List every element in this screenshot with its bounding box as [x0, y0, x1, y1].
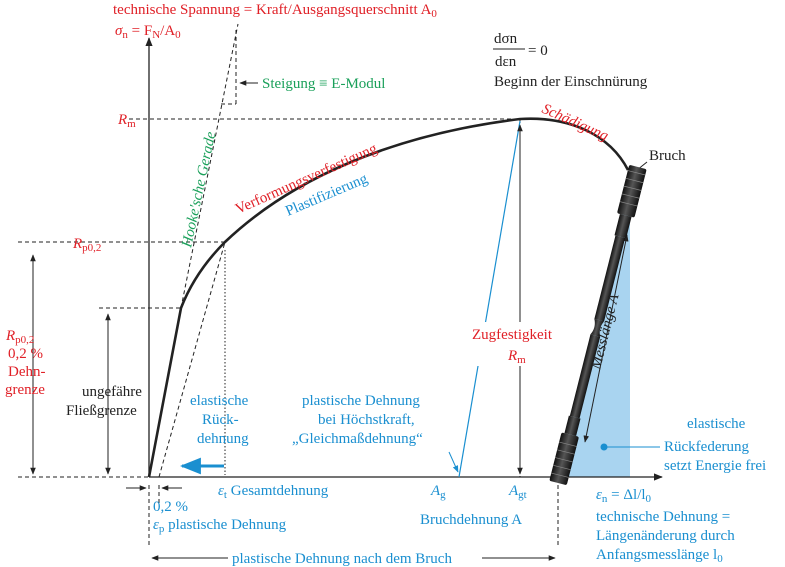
- epsn-label: εn = Δl/l0: [596, 487, 652, 505]
- derivative-num: dσn: [494, 31, 518, 47]
- derivative-eq: = 0: [528, 43, 548, 59]
- hooke-label: Hooke'sche Gerade: [179, 130, 219, 250]
- ag-label: Ag: [430, 483, 446, 501]
- phoechst-line1: plastische Dehnung: [302, 393, 420, 409]
- left-grenze: grenze: [5, 382, 45, 398]
- plastic-after-break-label: plastische Dehnung nach dem Bruch: [232, 551, 452, 567]
- et-label: εt Gesamtdehnung: [218, 483, 329, 501]
- offset-line: [158, 241, 226, 478]
- feder-dot: [600, 443, 608, 451]
- tdehnung-line3: Anfangsmesslänge l0: [596, 547, 723, 565]
- erueck-line3: dehnung: [197, 431, 249, 447]
- tdehnung-line1: technische Dehnung =: [596, 509, 730, 525]
- unload-line: [458, 120, 521, 478]
- left-percent: 0,2 %: [8, 346, 43, 362]
- tensile-specimen: [549, 165, 647, 485]
- erueck-line2: Rück-: [202, 412, 239, 428]
- zug-line1: Zugfestigkeit: [472, 327, 553, 343]
- title-stress: technische Spannung = Kraft/Ausgangsquer…: [113, 2, 437, 20]
- stress-strain-curve: [147, 117, 630, 478]
- bruchdehnung-label: Bruchdehnung A: [420, 512, 522, 528]
- percent-label: 0,2 %: [153, 499, 188, 515]
- messlaenge-arrow: [583, 234, 629, 443]
- fliess-line1: ungefähre: [82, 384, 142, 400]
- phoechst-line3: „Gleichmaßdehnung“: [292, 431, 423, 447]
- erueck-line1: elastische: [190, 393, 249, 409]
- hooke-extension: [180, 23, 239, 309]
- steigung-label: Steigung ≡ E-Modul: [262, 76, 385, 92]
- schaedigung-label: Schädigung: [539, 101, 611, 145]
- agt-label: Agt: [508, 483, 527, 501]
- left-dehn: Dehn-: [8, 364, 46, 380]
- tdehnung-line2: Längenänderung durch: [596, 528, 735, 544]
- rp02-label: Rp0,2: [72, 236, 101, 254]
- beginn-label: Beginn der Einschnürung: [494, 74, 648, 90]
- zugfestigkeit-bg: [469, 322, 571, 366]
- phoechst-line2: bei Höchstkraft,: [318, 412, 415, 428]
- plastic-after-break-bg: [228, 549, 482, 566]
- feder-line1: elastische: [687, 416, 746, 432]
- zug-line2: Rm: [507, 348, 526, 366]
- bruch-label: Bruch: [649, 148, 686, 164]
- left-rp02: Rp0,2: [5, 328, 34, 346]
- sigma-formula: σn = FN/A0: [115, 23, 181, 41]
- rm-label: Rm: [117, 112, 136, 130]
- ep-label: εp plastische Dehnung: [153, 517, 287, 535]
- feder-line2: Rückfederung: [664, 439, 749, 455]
- feder-line3: setzt Energie frei: [664, 458, 766, 474]
- gleichmass-pointer: [448, 451, 459, 473]
- derivative-den: dεn: [495, 54, 517, 70]
- fliess-line2: Fließgrenze: [66, 403, 137, 419]
